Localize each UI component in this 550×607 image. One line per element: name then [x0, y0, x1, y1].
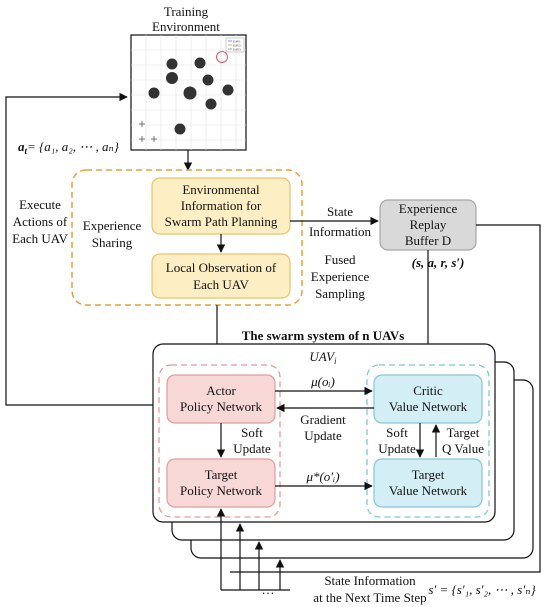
target-policy-network: Target Policy Network [166, 458, 276, 508]
mu-oi-label: μ(oᵢ) [310, 374, 335, 389]
actor-region [158, 364, 281, 518]
experience-sharing-region [71, 169, 303, 306]
action-lhs-sub: t [25, 146, 28, 156]
soft-update-right-line2: Update [378, 441, 416, 456]
target-value-line1: Target [412, 467, 445, 482]
next-state-formula: s′ = {s′₁, s′₂, ⋯ , s′ₙ} [428, 582, 536, 597]
replay-line3: Buffer D [405, 233, 451, 248]
obstacles [148, 57, 234, 135]
obstacle [166, 58, 178, 70]
obstacle [205, 98, 217, 110]
env-info-line2: Information for [181, 198, 262, 213]
training-environment-map: UAV1 UAV2 UAV3 [130, 34, 247, 151]
critic-region [366, 364, 490, 518]
actor-policy-network: Actor Policy Network [166, 374, 276, 424]
soft-update-left-line1: Soft [241, 425, 263, 440]
mu-star-label: μ*(o′ᵢ) [305, 469, 339, 484]
actor-line1: Actor [206, 383, 236, 398]
uav-label: UAVi [309, 349, 337, 366]
env-info-box: Environmental Information for Swarm Path… [151, 177, 291, 235]
actor-line2: Policy Network [180, 399, 262, 414]
obstacle [222, 84, 234, 96]
critic-value-network: Critic Value Network [373, 374, 483, 424]
replay-tuple: (s, a, r, s′) [412, 255, 465, 270]
local-observation-box: Local Observation of Each UAV [151, 253, 291, 299]
map-legend: UAV1 UAV2 UAV3 [225, 37, 245, 53]
action-rhs: = {a₁, a₂, ⋯ , aₙ} [27, 139, 120, 154]
env-info-line3: Swarm Path Planning [165, 214, 278, 229]
replay-line2: Replay [410, 217, 447, 232]
target-q-line1: Target [447, 425, 480, 440]
fused-label-line1: Fused [324, 252, 356, 267]
critic-line2: Value Network [389, 399, 468, 414]
swarm-title: The swarm system of n UAVs [242, 328, 405, 343]
obstacle [194, 57, 206, 69]
target-policy-line2: Policy Network [180, 483, 262, 498]
fused-label-line2: Experience [311, 269, 370, 284]
next-state-line1: State Information [324, 573, 416, 588]
action-lhs: a [18, 139, 25, 154]
fused-label-line3: Sampling [315, 286, 365, 301]
soft-update-right-line1: Soft [386, 425, 408, 440]
env-info-line1: Environmental [182, 182, 260, 197]
execute-label-line3: Each UAV [12, 231, 68, 246]
target-value-line2: Value Network [389, 483, 468, 498]
obstacle [148, 87, 160, 99]
line-replay-to-next-state [230, 224, 541, 573]
execute-label-line2: Actions of [13, 214, 68, 229]
gradient-line1: Gradient [300, 412, 346, 427]
start-markers [139, 121, 157, 142]
legend-uav2: UAV2 [233, 44, 241, 48]
svg-text:at= {a₁, a₂, ⋯ , aₙ}: at= {a₁, a₂, ⋯ , aₙ} [18, 139, 120, 156]
action-formula: at= {a₁, a₂, ⋯ , aₙ} [18, 139, 120, 156]
obstacle [202, 74, 214, 86]
critic-line1: Critic [413, 383, 443, 398]
obstacle [174, 123, 186, 135]
state-info-label-line2: Information [309, 224, 372, 239]
experience-replay-buffer: Experience Replay Buffer D [379, 199, 477, 251]
soft-update-left-line2: Update [233, 441, 271, 456]
uav-label-main: UAV [309, 349, 336, 364]
sharing-label-line2: Sharing [92, 235, 133, 250]
target-q-line2: Q Value [442, 441, 484, 456]
arrow-execute-actions [5, 92, 165, 406]
local-obs-line1: Local Observation of [166, 260, 277, 275]
replay-line1: Experience [399, 201, 458, 216]
obstacle [183, 86, 197, 100]
gradient-line2: Update [304, 428, 342, 443]
obstacle [166, 72, 178, 84]
local-obs-line2: Each UAV [193, 277, 249, 292]
training-title-line1: Training [164, 4, 209, 19]
state-info-label-line1: State [327, 204, 353, 219]
legend-uav3: UAV3 [233, 48, 241, 52]
target-policy-line1: Target [205, 467, 238, 482]
training-title-line2: Environment [152, 19, 220, 34]
legend-uav1: UAV1 [233, 40, 241, 44]
sharing-label-line1: Experience [83, 218, 142, 233]
target-value-network: Target Value Network [373, 458, 483, 508]
next-state-dots: … [262, 582, 275, 597]
next-state-line2: at the Next Time Step [313, 590, 426, 605]
uav-label-sub: i [334, 356, 337, 366]
execute-label-line1: Execute [19, 197, 61, 212]
goal-circle [216, 51, 228, 63]
map-grid [131, 35, 246, 150]
